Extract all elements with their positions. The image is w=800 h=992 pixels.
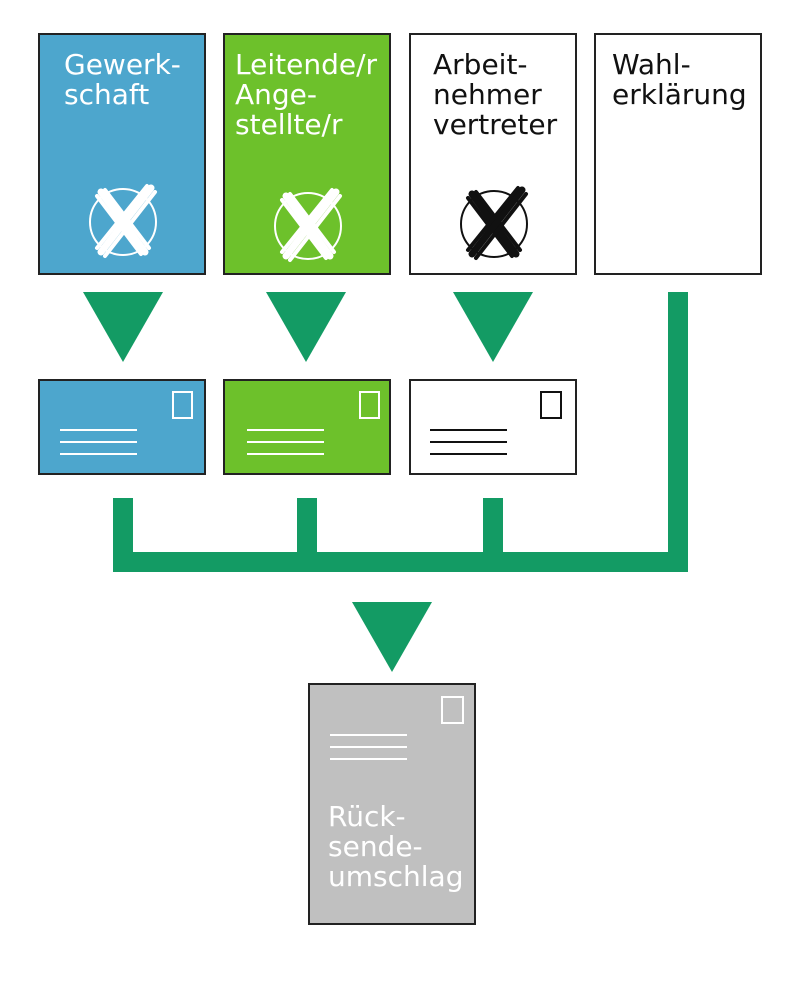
return-envelope: Rück- sende- umschlag <box>308 683 476 925</box>
ballot-wahlerklaerung: Wahl- erklärung <box>594 33 762 275</box>
ballot-label-line: stellte/r <box>235 108 343 141</box>
return-envelope-label-line: Rück- <box>328 800 406 833</box>
ballot-label-line: Leitende/r <box>235 48 377 81</box>
ballot-label-line: vertreter <box>433 108 558 141</box>
return-envelope-label-line: umschlag <box>328 860 463 893</box>
ballot-label-line: erklärung <box>612 78 747 111</box>
ballot-label-line: Ange- <box>235 78 317 111</box>
ballot-leitende-angestellte: Leitende/r Ange- stellte/r <box>223 33 391 275</box>
address-lines <box>330 734 407 760</box>
stamp-icon <box>172 391 193 419</box>
stamp-icon <box>540 391 562 419</box>
address-lines <box>247 429 324 455</box>
arrow-down-icon <box>83 292 163 362</box>
return-envelope-label-line: sende- <box>328 830 423 863</box>
svg-text:Rück- sende- umsch: Rück- sende- umschlag <box>328 800 463 893</box>
ballot-label-line: Arbeit- <box>433 48 528 81</box>
envelope-gewerkschaft <box>38 379 206 475</box>
ballot-arbeitnehmervertreter: Arbeit- nehmer vertreter <box>409 33 577 275</box>
svg-text:Gewerk- schaft: Gewerk- schaft <box>64 48 190 111</box>
ballot-label-line: Gewerk- <box>64 48 181 81</box>
svg-text:Leitende/r Ange- s: Leitende/r Ange- stellte/r <box>235 48 386 141</box>
stamp-icon <box>359 391 380 419</box>
ballot-gewerkschaft: Gewerk- schaft <box>38 33 206 275</box>
ballot-label-line: schaft <box>64 78 149 111</box>
stamp-icon <box>441 696 464 724</box>
ballot-label-line: Wahl- <box>612 48 691 81</box>
cross-circle-icon <box>274 188 342 262</box>
address-lines <box>430 429 507 455</box>
envelope-leitende-angestellte <box>223 379 391 475</box>
arrow-down-icon <box>352 602 432 672</box>
cross-circle-icon <box>460 186 528 260</box>
svg-text:Arbeit- nehmer ver: Arbeit- nehmer vertreter <box>433 48 558 141</box>
cross-circle-icon <box>89 184 157 258</box>
arrow-down-icon <box>453 292 533 362</box>
arrow-down-icon <box>266 292 346 362</box>
envelope-arbeitnehmervertreter <box>409 379 577 475</box>
svg-text:Wahl- erklärung: Wahl- erklärung <box>612 48 747 111</box>
ballot-label-line: nehmer <box>433 78 542 111</box>
address-lines <box>60 429 137 455</box>
